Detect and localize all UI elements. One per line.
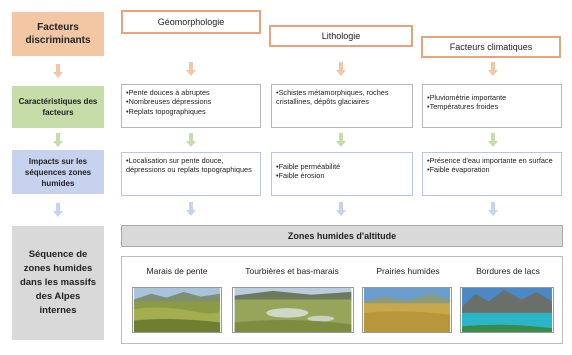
facteurs-box: Facteurs discriminants — [12, 12, 104, 56]
header-climatiques: Facteurs climatiques — [421, 36, 561, 58]
arrow-down-icon — [336, 202, 346, 216]
characteristics-climatiques: Pluviométrie importante Températures fro… — [422, 84, 562, 128]
list-item: Localisation sur pente douce, dépression… — [126, 156, 256, 175]
list-item: Replats topographiques — [126, 107, 256, 116]
zones-title: Zones humides d'altitude — [287, 231, 397, 241]
characteristics-lithologie: Schistes métamorphiques, roches cristall… — [271, 84, 413, 128]
list-item: Faible évaporation — [427, 165, 557, 174]
arrow-down-icon — [336, 62, 346, 76]
impacts-label: Impacts sur les séquences zones humides — [24, 156, 92, 188]
header-label: Facteurs climatiques — [449, 42, 533, 52]
facteurs-label: Facteurs discriminants — [25, 22, 91, 46]
arrow-down-icon — [186, 202, 196, 216]
header-label: Géomorphologie — [157, 17, 225, 27]
prairies-photo — [362, 287, 452, 333]
wetland-label-lacs: Bordures de lacs — [476, 266, 540, 276]
list-item: Températures froides — [427, 102, 557, 111]
arrow-down-icon — [186, 133, 196, 147]
arrow-down-icon — [53, 203, 63, 217]
caracteristiques-box: Caractéristiques des facteurs — [12, 86, 104, 128]
arrow-down-icon — [53, 133, 63, 147]
arrow-down-icon — [53, 64, 63, 78]
list-item: Présence d'eau importante en surface — [427, 156, 557, 165]
wetland-label-tourbieres: Tourbières et bas-marais — [245, 266, 339, 276]
wetland-label-marais: Marais de pente — [146, 266, 208, 276]
sequence-box: Séquence de zones humides dans les massi… — [12, 226, 104, 340]
header-lithologie: Lithologie — [269, 25, 413, 47]
list-item: Faible perméabilité — [276, 162, 408, 171]
list-item: Faible érosion — [276, 171, 408, 180]
arrow-down-icon — [488, 202, 498, 216]
arrow-down-icon — [186, 62, 196, 76]
impacts-box: Impacts sur les séquences zones humides — [12, 150, 104, 194]
list-item: Pluviométrie importante — [427, 93, 557, 102]
impacts-climatiques: Présence d'eau importante en surface Fai… — [422, 152, 562, 196]
arrow-down-icon — [336, 133, 346, 147]
marais-photo — [132, 287, 222, 333]
lacs-photo — [460, 287, 554, 333]
arrow-down-icon — [488, 62, 498, 76]
sequence-label: Séquence de zones humides dans les massi… — [19, 249, 97, 316]
list-item: Pente douces à abruptes — [126, 88, 256, 97]
tourbieres-photo — [232, 287, 354, 333]
arrow-down-icon — [488, 133, 498, 147]
header-geomorphologie: Géomorphologie — [121, 10, 261, 34]
wetland-label-prairies: Prairies humides — [376, 266, 440, 276]
list-item: Nombreuses dépressions — [126, 97, 256, 106]
impacts-geomorphologie: Localisation sur pente douce, dépression… — [121, 152, 261, 196]
list-item: Schistes métamorphiques, roches cristall… — [276, 88, 408, 107]
zones-title-bar: Zones humides d'altitude — [121, 225, 563, 247]
header-label: Lithologie — [321, 31, 361, 41]
characteristics-geomorphologie: Pente douces à abruptes Nombreuses dépre… — [121, 84, 261, 128]
caracteristiques-label: Caractéristiques des facteurs — [18, 97, 98, 117]
impacts-lithologie: Faible perméabilité Faible érosion — [271, 152, 413, 196]
